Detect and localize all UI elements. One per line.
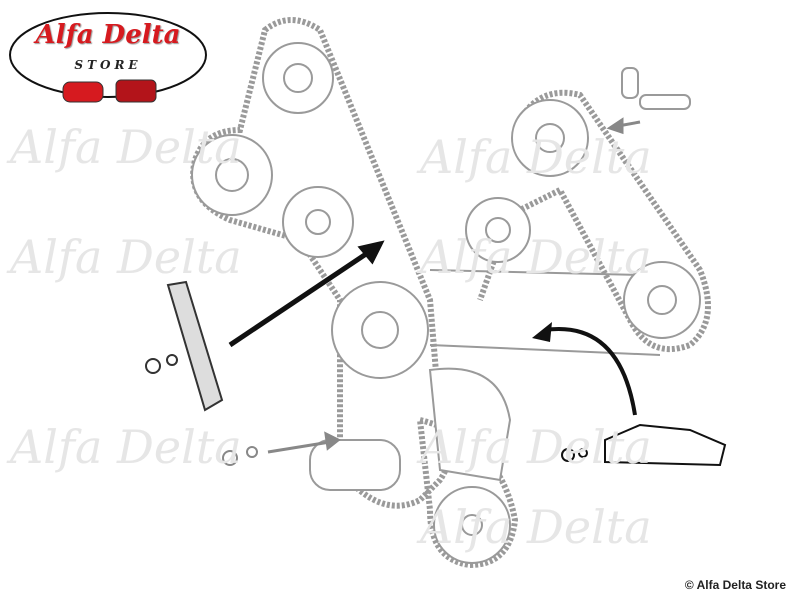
car-icon <box>115 79 157 103</box>
arrow-to-link <box>606 117 641 135</box>
arrow-to-chain <box>228 240 385 348</box>
left-timing-chain <box>190 17 453 509</box>
car-icon <box>62 81 104 103</box>
crank-pulley <box>309 439 401 491</box>
logo-subtitle: STORE <box>74 58 142 72</box>
arrow-to-crank <box>267 431 341 454</box>
chain-link-pin <box>621 67 639 99</box>
engine-block <box>428 367 512 482</box>
right-timing-chain <box>477 89 711 352</box>
copyright-notice: © Alfa Delta Store <box>684 578 786 592</box>
logo-title: Alfa Delta <box>35 20 181 50</box>
store-logo[interactable]: Alfa Delta STORE <box>8 10 208 110</box>
chain-tensioner-part <box>561 423 727 467</box>
arrowhead <box>532 322 552 342</box>
chain-guide-part <box>145 280 224 412</box>
arrow-to-guide-line <box>544 327 637 416</box>
